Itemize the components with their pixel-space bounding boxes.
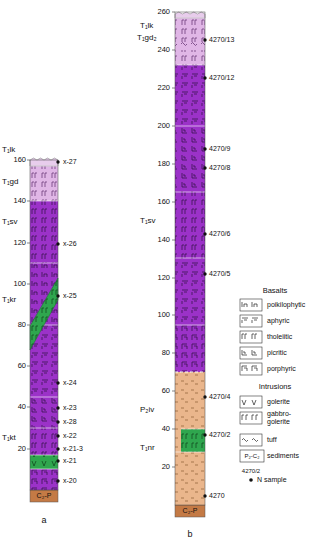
formation-label: C₂-P bbox=[183, 507, 198, 515]
column-letter: b bbox=[187, 529, 192, 539]
sample-number: 4270/8 bbox=[209, 164, 230, 172]
sample-number: 4270/5 bbox=[209, 270, 230, 278]
scale-value: 100 bbox=[157, 311, 170, 320]
sample-number: x-27 bbox=[63, 158, 77, 166]
scale-value: 200 bbox=[157, 122, 170, 131]
scale-value: 260 bbox=[157, 8, 170, 17]
scale-value: 20 bbox=[162, 463, 170, 472]
sample-number: 4270 bbox=[209, 492, 225, 500]
scale-value: 140 bbox=[157, 236, 170, 245]
sample-number: x-20 bbox=[63, 477, 77, 485]
formation-label: T₁gd bbox=[2, 177, 18, 186]
scale-value: 160 bbox=[13, 156, 26, 165]
formation-label: T₁lk bbox=[2, 145, 15, 154]
scale-value: 40 bbox=[18, 403, 26, 412]
legend-text: poikilophytic bbox=[267, 301, 305, 309]
scale-value: 80 bbox=[18, 321, 26, 330]
formation-label: T₁sv bbox=[140, 216, 156, 225]
scale-value: 80 bbox=[162, 349, 170, 358]
sample-number: 4270/13 bbox=[209, 36, 234, 44]
legend-heading: Basalts bbox=[263, 287, 288, 296]
formation-label: T₁kr bbox=[2, 295, 16, 304]
scale-value: 20 bbox=[18, 445, 26, 454]
sample-number: x-26 bbox=[63, 240, 77, 248]
sample-number: 4270/2 bbox=[242, 468, 260, 475]
swatch-label: P₂-C₂ bbox=[245, 453, 260, 460]
legend-text: porphyric bbox=[267, 365, 296, 373]
formation-label: T₁lk bbox=[140, 21, 153, 30]
scale-value: 220 bbox=[157, 84, 170, 93]
legend-text: gabbro-golerite bbox=[267, 410, 313, 426]
legend-text: picritic bbox=[267, 349, 287, 357]
sample-number: 4270/6 bbox=[209, 230, 230, 238]
column-letter: a bbox=[41, 515, 46, 525]
formation-label: T₁sv bbox=[2, 217, 18, 226]
scale-value: 180 bbox=[157, 160, 170, 169]
legend-text: N sample bbox=[257, 476, 287, 484]
formation-label: T₁gd₂ bbox=[137, 33, 157, 42]
sample-number: x-22 bbox=[63, 432, 77, 440]
formation-label: T₁nr bbox=[140, 443, 155, 452]
formation-label: C₂-P bbox=[37, 492, 52, 500]
sample-number: 4270/9 bbox=[209, 145, 230, 153]
sample-number: x-28 bbox=[63, 418, 77, 426]
legend-heading: Intrusions bbox=[259, 383, 292, 392]
sample-number: x-21-3 bbox=[63, 445, 83, 453]
scale-value: 120 bbox=[157, 274, 170, 283]
column-b bbox=[172, 12, 207, 517]
legend-text: tholeiitic bbox=[267, 333, 292, 341]
scale-value: 60 bbox=[162, 387, 170, 396]
legend-text: golerite bbox=[267, 398, 290, 406]
legend-text: tuff bbox=[267, 436, 277, 444]
scale-value: 60 bbox=[18, 362, 26, 371]
sample-number: x-21 bbox=[63, 457, 77, 465]
sample-number: x-24 bbox=[63, 379, 77, 387]
legend-text: aphyric bbox=[267, 317, 290, 325]
scale-value: 40 bbox=[162, 425, 170, 434]
formation-label: T₁kt bbox=[2, 433, 16, 442]
legend-text: sediments bbox=[267, 452, 299, 460]
sample-number: 4270/4 bbox=[209, 393, 230, 401]
scale-value: 120 bbox=[13, 239, 26, 248]
scale-value: 240 bbox=[157, 46, 170, 55]
sample-number: x-23 bbox=[63, 404, 77, 412]
sample-number: 4270/2 bbox=[209, 431, 230, 439]
column-a bbox=[27, 158, 60, 502]
formation-label: P₂iv bbox=[140, 405, 154, 414]
scale-value: 160 bbox=[157, 198, 170, 207]
sample-number: 4270/12 bbox=[209, 74, 234, 82]
sample-number: x-25 bbox=[63, 292, 77, 300]
scale-value: 100 bbox=[13, 280, 26, 289]
scale-value: 140 bbox=[13, 197, 26, 206]
